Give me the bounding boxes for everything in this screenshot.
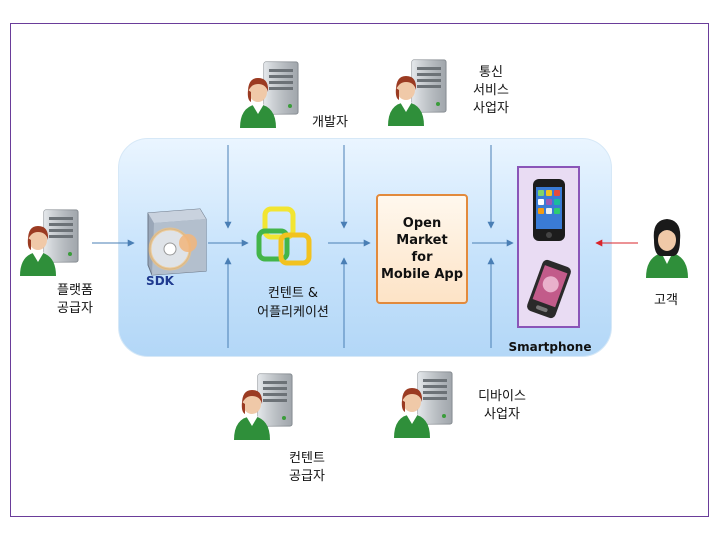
content-provider-label: 컨텐트 공급자 xyxy=(289,451,325,484)
diagram-frame xyxy=(10,23,709,517)
person-server-icon xyxy=(388,370,468,440)
person-server-icon xyxy=(382,58,462,128)
iphone-icon xyxy=(533,179,565,241)
customer-icon xyxy=(646,219,688,278)
person-server-icon xyxy=(228,372,308,442)
customer-label: 고객 xyxy=(654,293,678,308)
sdk-label: SDK xyxy=(146,274,174,288)
app-tiles-icon xyxy=(256,206,312,266)
open-market-box: Open Market for Mobile App xyxy=(376,194,468,304)
device-maker-label: 디바이스 사업자 xyxy=(478,389,526,422)
smartphone-label: Smartphone xyxy=(508,340,592,354)
open-market-label: Open Market for Mobile App xyxy=(380,216,464,282)
platform-provider-label: 플랫폼 공급자 xyxy=(57,283,93,316)
telecom-operator-label: 통신 서비스 사업자 xyxy=(473,65,509,116)
sdk-box-icon xyxy=(147,208,207,276)
content-app-label: 컨텐트 & 어플리케이션 xyxy=(257,286,329,320)
person-server-icon xyxy=(14,208,94,278)
developer-label: 개발자 xyxy=(312,115,348,130)
touch-phone-icon xyxy=(527,259,571,319)
